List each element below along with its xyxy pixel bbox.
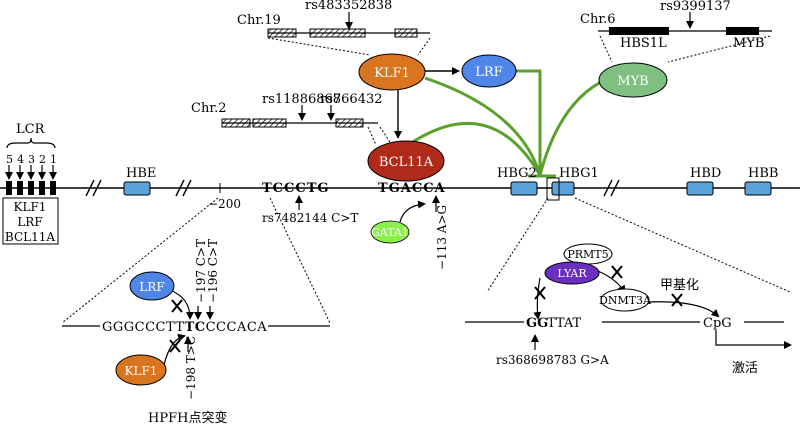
- myb-gene-label: MYB: [733, 36, 764, 51]
- klf1-small-label: KLF1: [125, 364, 158, 378]
- lrf-small-label: LRF: [139, 280, 164, 294]
- chr6-locus: [598, 12, 772, 63]
- hbs1l-label: HBS1L: [620, 36, 667, 51]
- hbd-label: HBD: [690, 166, 721, 181]
- lrf-node: [461, 54, 517, 88]
- chr2-label: Chr.2: [191, 101, 227, 116]
- activation-label: 激活: [732, 361, 758, 376]
- gata1-node: [370, 220, 410, 244]
- dnmt3a-label: DNMT3A: [599, 294, 652, 307]
- hs-5: 5: [6, 153, 13, 166]
- hpfh-label: HPFH点突变: [148, 410, 227, 426]
- lcr-box-lrf: LRF: [17, 215, 42, 229]
- cpg-label: CpG: [703, 316, 732, 331]
- lrf-small-node: [129, 271, 175, 301]
- rs368698783-label: rs368698783 G>A: [496, 353, 609, 367]
- klf1-node: [358, 53, 426, 91]
- lyar-zoom: [465, 197, 792, 350]
- hbg2-label: HBG2: [497, 166, 537, 181]
- chr6-label: Chr.6: [580, 12, 616, 27]
- lyar-node: [544, 261, 600, 285]
- promoter-sequence: GGGCCCTTTCCCCACA: [102, 320, 267, 335]
- rs7482144-label: rs7482144 C>T: [262, 211, 358, 225]
- lyar-label: LYAR: [557, 267, 587, 280]
- lcr-box-klf1: KLF1: [14, 200, 47, 214]
- pos-minus-200: −200: [208, 197, 241, 211]
- prmt5-label: PRMT5: [567, 248, 608, 261]
- promoter-seq-prefix: GGGCCCTT: [102, 320, 185, 335]
- gata1-node-label: GATA1: [371, 226, 409, 239]
- lyar-seq-bold: GG: [526, 316, 548, 331]
- lrf-node-label: LRF: [475, 65, 502, 80]
- mutation-minus-113: −113 A>G: [435, 205, 449, 270]
- hs-3: 3: [28, 153, 35, 166]
- mutation-minus-197: −197 C>T: [194, 239, 208, 303]
- hs-1: 1: [50, 153, 57, 166]
- bcl11a-node: [367, 140, 445, 182]
- bcl11a-node-label: BCL11A: [379, 155, 434, 170]
- methylation-label: 甲基化: [660, 278, 699, 293]
- klf1-small-node: [115, 354, 167, 386]
- lcr-factor-box: [2, 197, 59, 245]
- myb-node: [598, 62, 668, 98]
- hs-2: 2: [39, 153, 46, 166]
- lcr-label: LCR: [16, 122, 46, 137]
- chr2-locus: [221, 105, 393, 146]
- promoter-seq-bold: TC: [185, 320, 206, 335]
- hs-4: 4: [17, 153, 24, 166]
- chr19-label: Chr.19: [237, 13, 281, 28]
- rs483352838-label: rs483352838: [305, 0, 392, 13]
- repression-lines: [407, 69, 608, 178]
- hpfh-zoom: [61, 197, 331, 366]
- hbg1-label: HBG1: [559, 166, 599, 181]
- chr19-locus: [267, 12, 431, 56]
- mutation-minus-196: −196 C>T: [206, 239, 220, 303]
- lyar-seq-rest: TTAT: [547, 316, 582, 331]
- dnmt3a-node: [600, 288, 650, 312]
- rs9399137-label: rs9399137: [660, 0, 731, 14]
- klf1-node-label: KLF1: [374, 66, 410, 81]
- myb-node-label: MYB: [617, 74, 648, 89]
- seq-tgacca: TGACCA: [378, 181, 446, 196]
- hbe-label: HBE: [126, 166, 156, 181]
- rs766432-label: rs766432: [320, 92, 383, 107]
- mutation-minus-198: −198 T>C: [184, 336, 198, 400]
- rs11886868-label: rs11886868: [262, 92, 341, 107]
- seq-tccctg: TCCCTG: [262, 181, 330, 196]
- globin-locus: [0, 137, 800, 201]
- promoter-seq-suffix: CCCACA: [206, 320, 268, 335]
- lcr-box-bcl11a: BCL11A: [5, 230, 55, 244]
- hbb-label: HBB: [748, 166, 778, 181]
